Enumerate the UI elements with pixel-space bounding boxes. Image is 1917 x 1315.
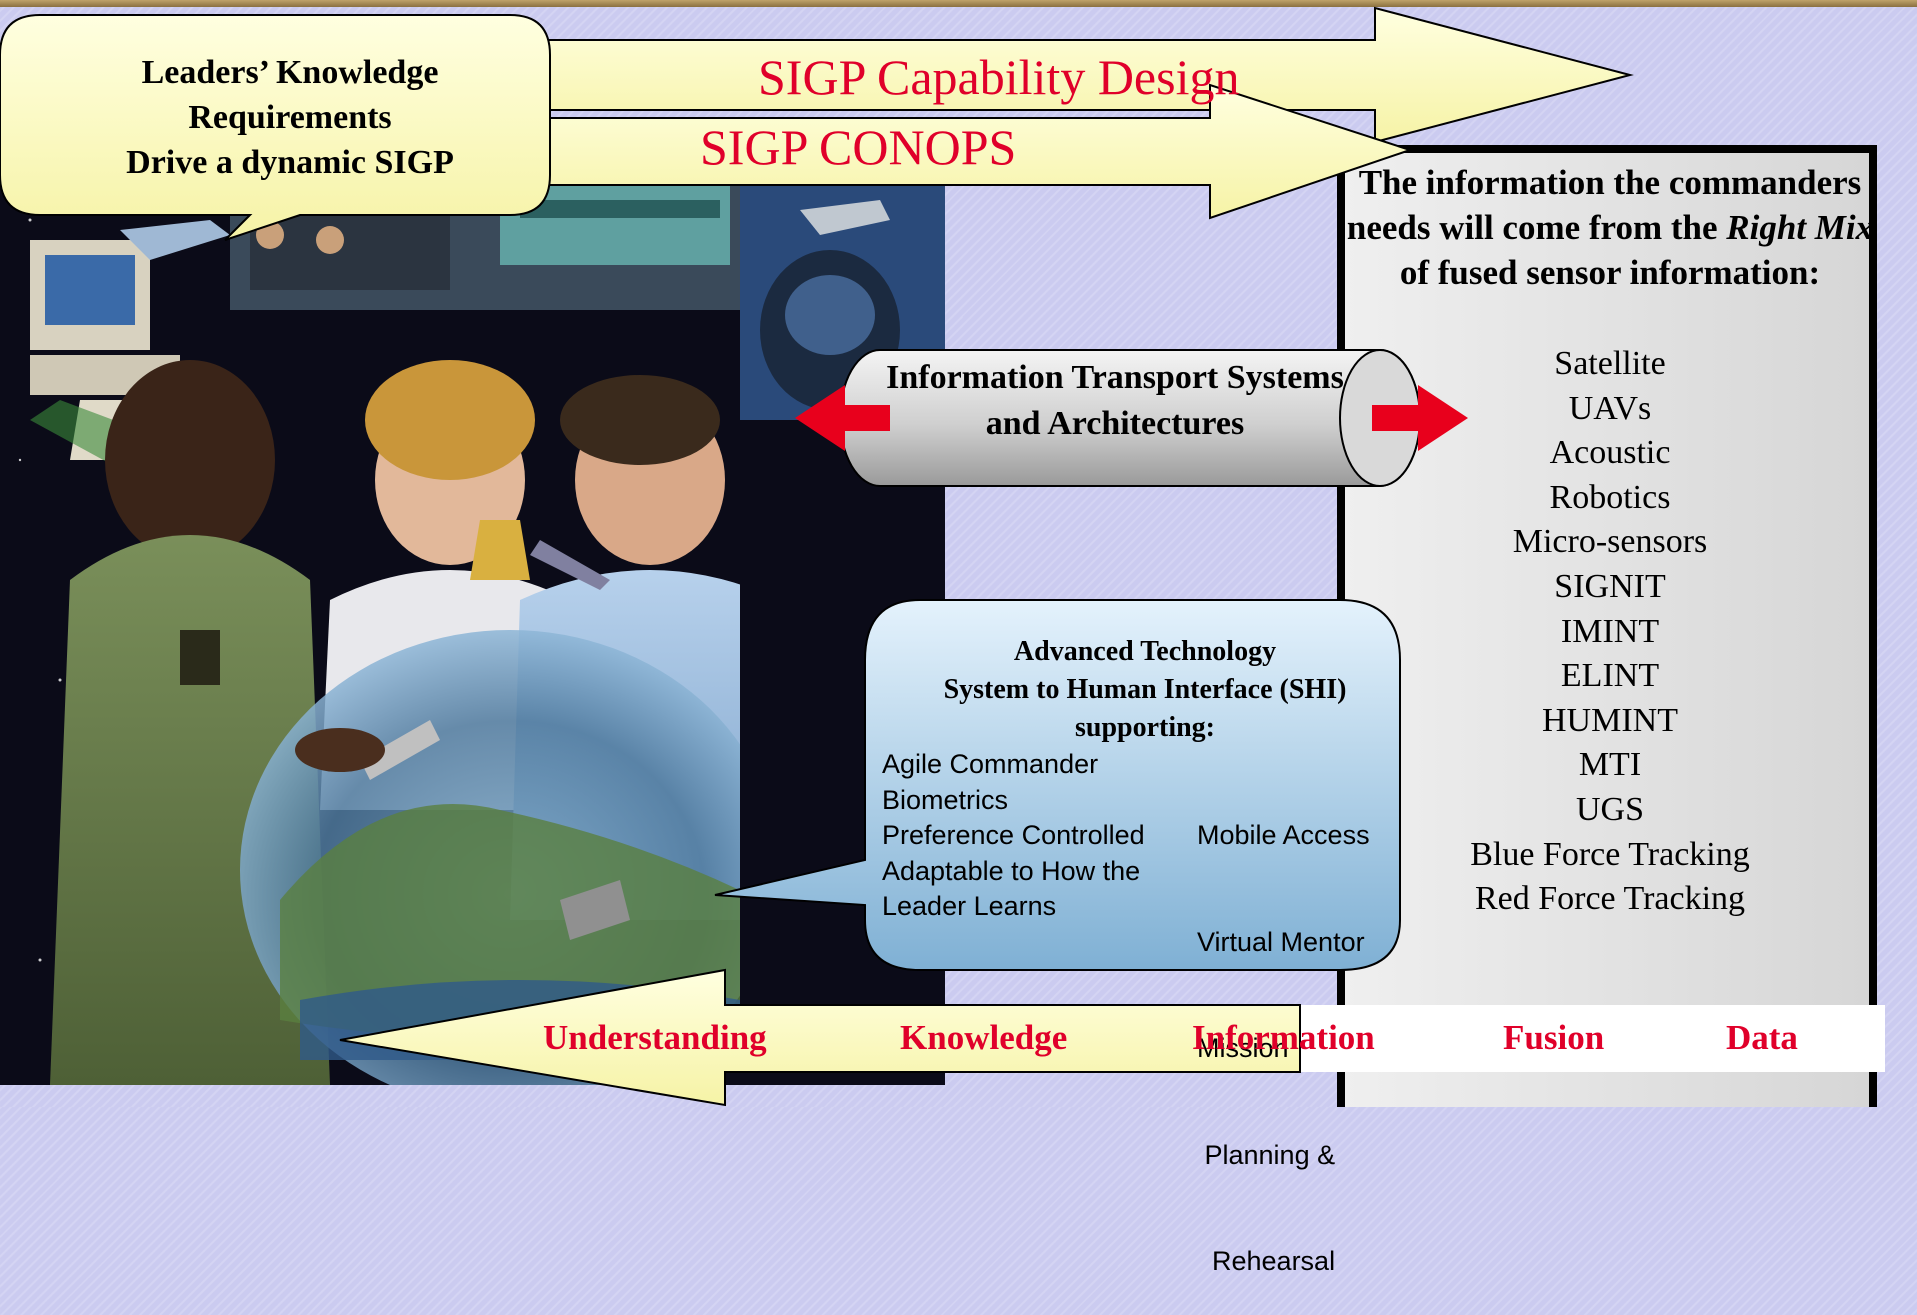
advanced-item: Leader Learns [882, 891, 1057, 921]
sensor-item: Micro-sensors [1512, 523, 1708, 561]
pilot-image [740, 180, 945, 420]
sensor-item: Satellite [1554, 345, 1666, 382]
advanced-item: Planning & [1197, 1139, 1336, 1170]
sensor-item: MTI [1578, 746, 1642, 784]
callout-line: Drive a dynamic SIGP [126, 144, 454, 181]
leaders-callout [0, 14, 551, 241]
advanced-left-list: Agile Commander Biometrics Preference Co… [882, 747, 1145, 925]
sensor-panel-title: The information the commanders needs wil… [1346, 163, 1874, 292]
sensor-item: ELINT [1560, 657, 1660, 695]
sensor-item: UAVs [1568, 389, 1652, 427]
sensor-item: Acoustic [1549, 434, 1671, 472]
stage-data: Data [1726, 1018, 1798, 1057]
sensor-item: UGS [1575, 790, 1645, 828]
sensor-info-panel [1337, 145, 1877, 1107]
transport-line: Information Transport Systems [886, 359, 1344, 396]
advanced-item: Virtual Mentor [1197, 926, 1365, 957]
stage-information: Information [1192, 1018, 1375, 1057]
stage-understanding: Understanding [543, 1018, 767, 1057]
sensor-item: Red Force Tracking [1474, 880, 1746, 918]
callout-line: Requirements [188, 99, 392, 136]
advanced-item: Mission [1197, 1033, 1289, 1063]
leaders-callout-text: Leaders’ Knowledge Requirements Drive a … [85, 50, 495, 185]
advanced-tech-title: Advanced Technology System to Human Inte… [870, 633, 1420, 747]
advanced-title-line: supporting: [1074, 712, 1216, 743]
capability-design-label: SIGP Capability Design [758, 49, 1240, 105]
advanced-title-line: Advanced Technology [1013, 636, 1277, 667]
stage-knowledge: Knowledge [900, 1018, 1068, 1057]
advanced-tech-bubble [714, 599, 1401, 971]
right-red-arrow [1372, 385, 1468, 451]
callout-line: Leaders’ Knowledge [141, 54, 439, 91]
conops-arrow [454, 83, 1414, 220]
sensor-item: Blue Force Tracking [1470, 835, 1750, 873]
sensor-item: Robotics [1549, 478, 1671, 516]
top-border [0, 0, 1917, 7]
stage-fusion: Fusion [1503, 1018, 1605, 1057]
left-red-arrow [795, 385, 890, 451]
advanced-title-line: System to Human Interface (SHI) [943, 674, 1347, 705]
sensor-item: IMINT [1560, 612, 1660, 650]
advanced-item: Adaptable to How the [882, 855, 1141, 886]
sensor-item: HUMINT [1542, 701, 1678, 739]
conops-label: SIGP CONOPS [700, 119, 1017, 175]
transport-label: Information Transport Systems and Archit… [855, 355, 1375, 447]
understanding-arrow [339, 968, 1301, 1107]
transport-line: and Architectures [985, 405, 1245, 442]
advanced-item: Mobile Access [1197, 820, 1370, 850]
capability-design-arrow [454, 6, 1634, 144]
advanced-item: Biometrics [882, 784, 1009, 815]
advanced-item: Preference Controlled [882, 820, 1145, 850]
advanced-item: Rehearsal [1197, 1246, 1336, 1276]
sensor-item: SIGNIT [1554, 567, 1666, 605]
advanced-item: Agile Commander [882, 749, 1099, 779]
diagram-shapes [0, 6, 1634, 1107]
sensor-list: Satellite UAVs Acoustic Robotics Micro-s… [1345, 342, 1875, 922]
